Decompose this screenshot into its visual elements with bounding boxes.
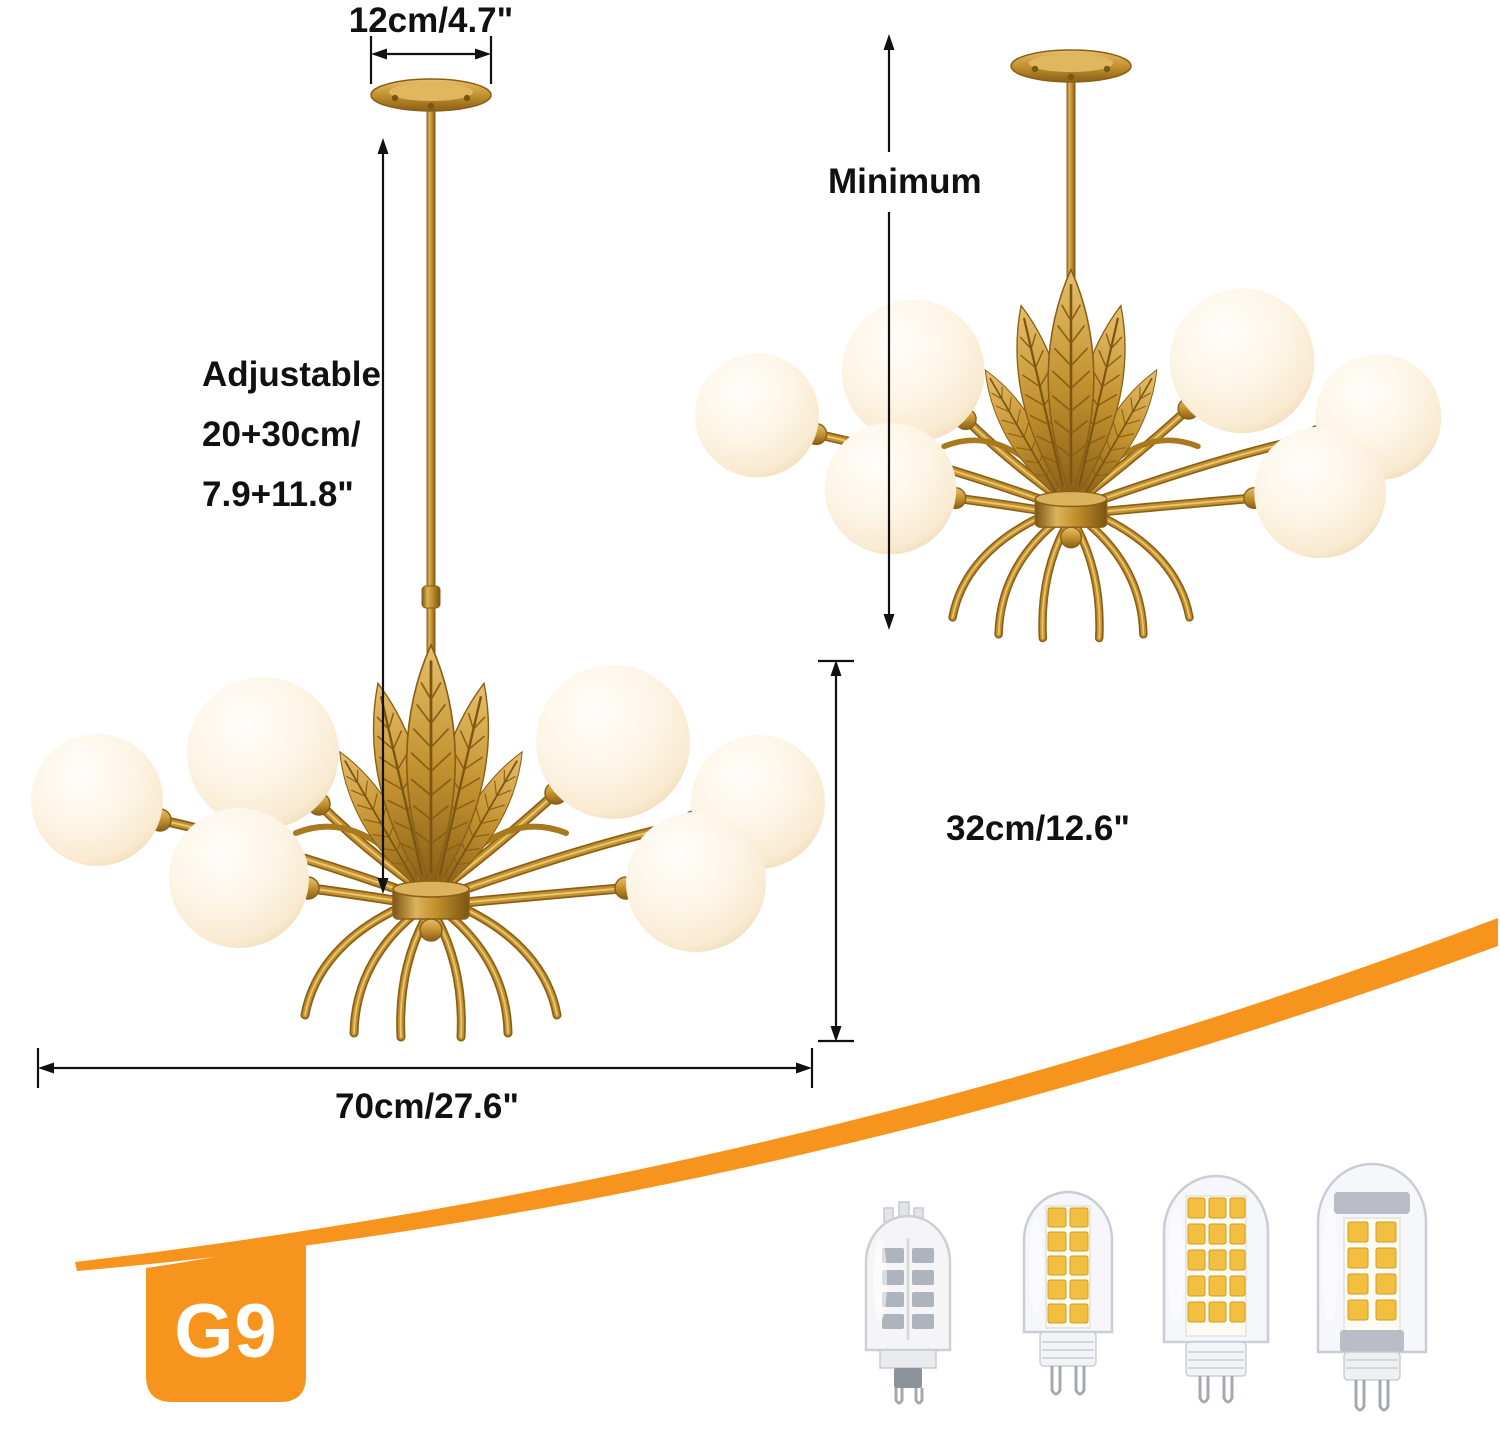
adjustable-label-line2: 20+30cm/ — [202, 415, 361, 454]
accent-swoosh — [75, 918, 1498, 1271]
ceiling-canopy — [370, 78, 492, 112]
g9-badge — [146, 1240, 306, 1402]
g9-badge-label: G9 — [174, 1289, 278, 1374]
dimension-canopy-width — [369, 36, 493, 84]
chandelier-body — [695, 270, 1441, 638]
ceiling-canopy — [1010, 49, 1132, 83]
fixture-height-label: 32cm/12.6" — [946, 809, 1130, 848]
hanging-rod — [426, 106, 436, 892]
adjustable-label-line3: 7.9+11.8" — [202, 475, 354, 514]
g9-bulb-clear-large-icon — [1316, 1162, 1428, 1412]
g9-bulb-white-icon — [864, 1201, 952, 1405]
g9-bulb-clear-small-icon — [1022, 1190, 1114, 1396]
dimension-adjustable-drop — [377, 138, 389, 894]
chandelier-adjustable-view — [31, 78, 825, 1037]
fixture-width-label: 70cm/27.6" — [335, 1087, 519, 1126]
g9-bulb-clear-medium-icon — [1162, 1174, 1270, 1404]
canopy-width-label: 12cm/4.7" — [348, 1, 514, 40]
adjustable-label-line1: Adjustable — [202, 355, 381, 394]
dimension-fixture-width — [36, 1048, 814, 1088]
dimension-minimum-height — [883, 34, 895, 630]
chandelier-minimum-view — [695, 49, 1441, 638]
minimum-label: Minimum — [828, 162, 982, 201]
chandelier-body — [31, 645, 825, 1037]
rod-coupler — [421, 585, 441, 609]
dimension-fixture-height — [818, 659, 854, 1043]
